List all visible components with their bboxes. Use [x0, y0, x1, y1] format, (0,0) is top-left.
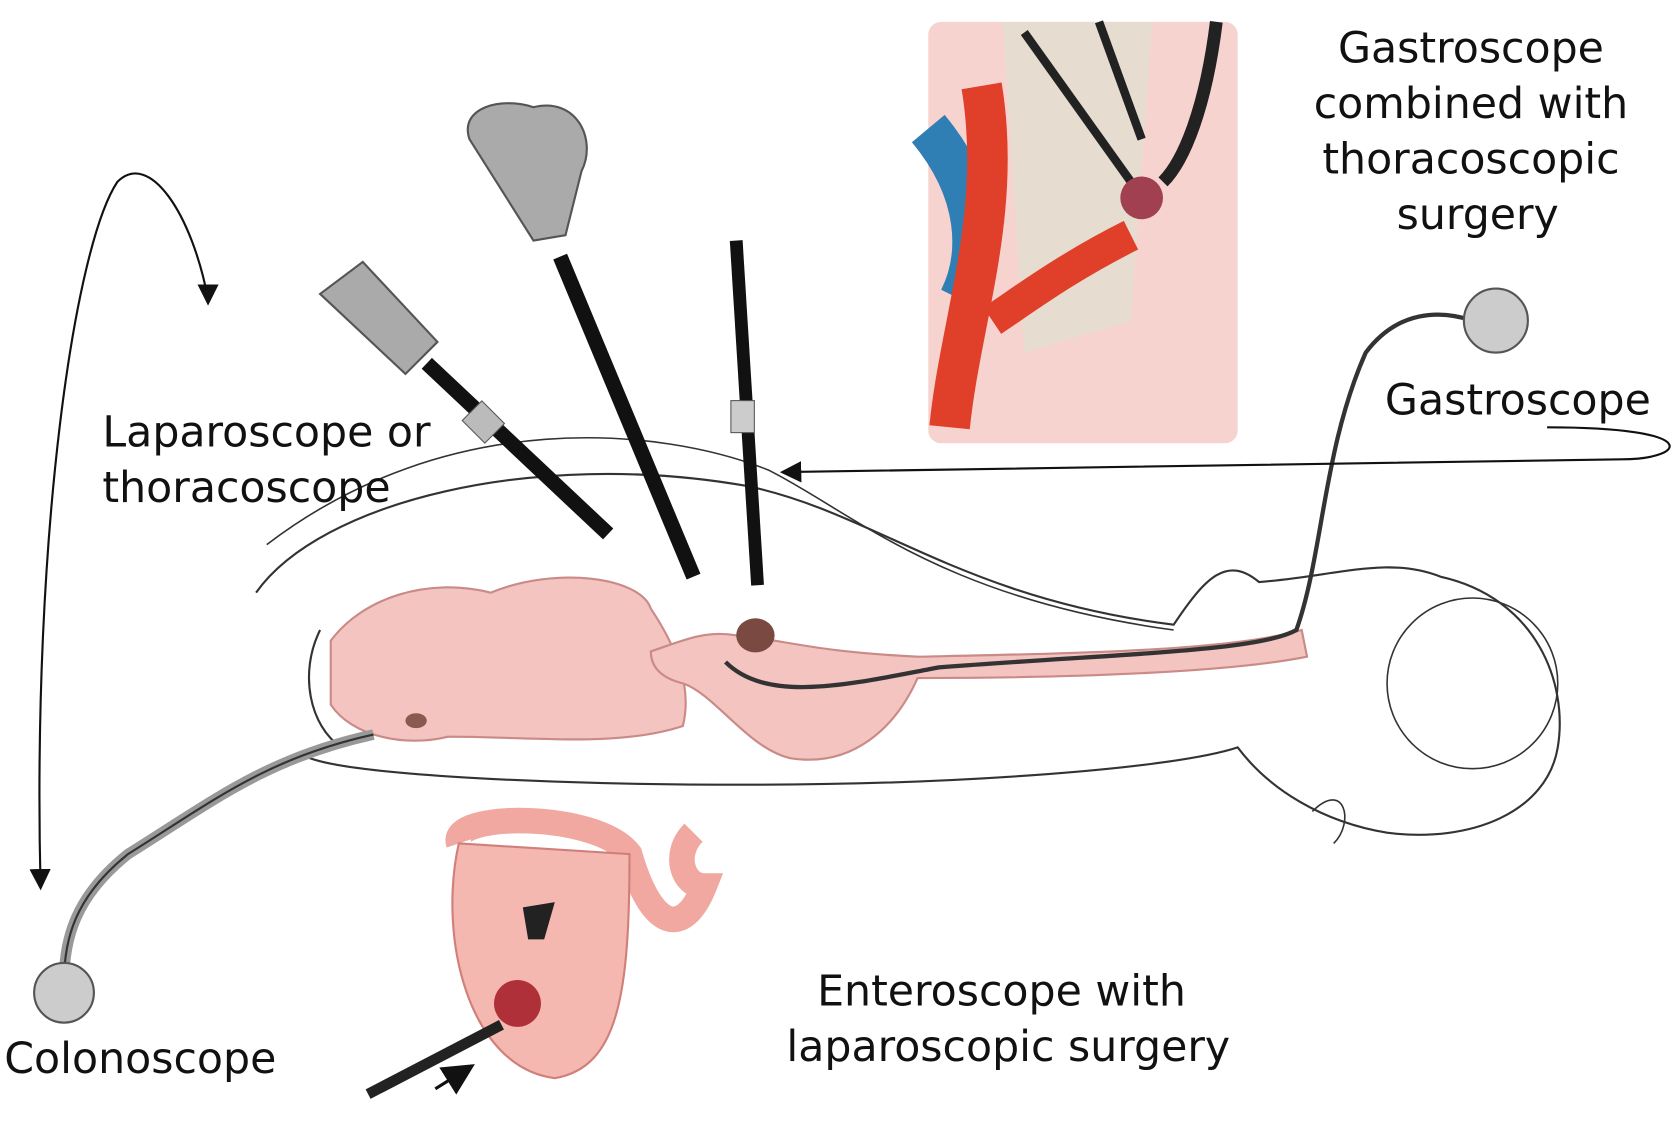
- label-laparoscope: Laparoscope or thoracoscope: [102, 407, 444, 512]
- colon-tumor: [405, 713, 427, 729]
- label-gastroscope: Gastroscope: [1385, 375, 1651, 425]
- colonoscope-device: [33, 729, 375, 1024]
- colonoscope-handle-icon: [33, 961, 95, 1024]
- gastroscope-handle-icon: [1462, 287, 1529, 354]
- enteroscope-inset: [365, 807, 724, 1099]
- stomach-tumor: [736, 618, 775, 653]
- laparoscopic-instruments: [318, 102, 764, 586]
- label-gastroscope-thoracoscopic: Gastroscope combined with thoracoscopic …: [1314, 23, 1642, 239]
- colon: [329, 576, 687, 742]
- thoracoscopic-inset: [911, 20, 1238, 444]
- gastroscope-device: [724, 287, 1529, 690]
- gastroscope-arrow: [779, 426, 1671, 483]
- patient-body: [255, 436, 1561, 844]
- label-colonoscope: Colonoscope: [4, 1034, 276, 1084]
- colonoscope-arrow: [29, 172, 210, 891]
- stomach-esophagus: [649, 618, 1309, 761]
- label-enteroscope: Enteroscope with laparoscopic surgery: [786, 967, 1230, 1072]
